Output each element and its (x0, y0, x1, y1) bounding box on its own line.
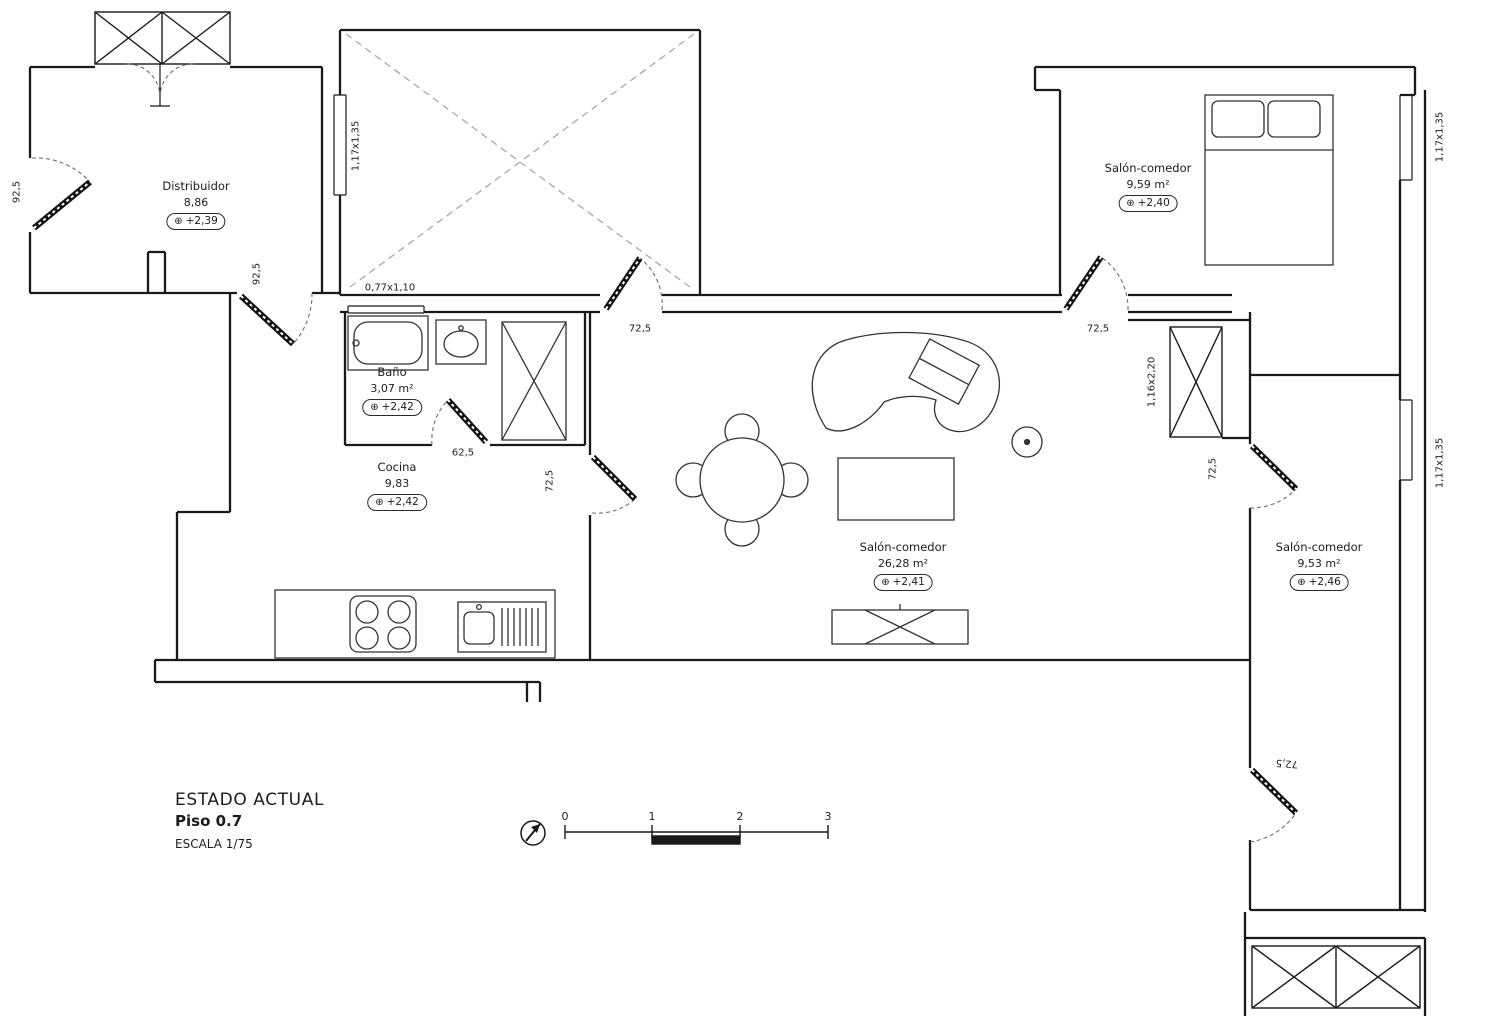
dim-right-room-door-width: 72,5 (1207, 457, 1219, 481)
level-value: +2,46 (1308, 575, 1341, 588)
scale-bar-label-0: 0 (561, 810, 569, 823)
room-name: Cocina (377, 460, 417, 474)
title-project-state: ESTADO ACTUAL (175, 790, 325, 810)
level-icon: ⊕ (881, 576, 890, 588)
dim-patio-door-width: 72,5 (628, 323, 652, 335)
title-floor: Piso 0.7 (175, 812, 243, 830)
dim-right-window: 1,17x1,35 (1434, 437, 1446, 489)
north-arrow-icon (520, 820, 546, 846)
room-area: 26,28 m² (877, 556, 929, 570)
room-area: 9,59 m² (1126, 177, 1170, 191)
room-label-cocina: Cocina 9,83 ⊕+2,42 (367, 459, 427, 511)
level-icon: ⊕ (370, 401, 379, 413)
scale-bar-label-1: 1 (648, 810, 656, 823)
level-value: +2,40 (1137, 196, 1170, 209)
dim-bottom-door-width: 72,5 (1275, 756, 1299, 770)
level-badge: ⊕+2,41 (873, 573, 933, 591)
level-value: +2,42 (381, 400, 414, 413)
scale-bar-label-2: 2 (736, 810, 744, 823)
room-area: 9,83 (384, 476, 410, 490)
level-badge: ⊕+2,42 (367, 493, 427, 511)
room-label-bano: Baño 3,07 m² ⊕+2,42 (362, 364, 422, 416)
level-value: +2,39 (185, 214, 218, 227)
level-icon: ⊕ (1126, 197, 1135, 209)
door-leaves (32, 179, 1299, 816)
level-value: +2,42 (386, 495, 419, 508)
entry-cupboard-lines (150, 64, 170, 107)
room-name: Salón-comedor (1275, 540, 1363, 554)
level-badge: ⊕+2,42 (362, 398, 422, 416)
hatched-shafts (94, 11, 1421, 1009)
scale-bar-label-3: 3 (824, 810, 832, 823)
windows (333, 94, 1413, 481)
dim-bath-door-width: 62,5 (451, 447, 475, 459)
room-name: Salón-comedor (1104, 161, 1192, 175)
room-name: Salón-comedor (859, 540, 947, 554)
furniture (274, 94, 1334, 659)
door-leaf-hatch (33, 181, 1297, 814)
room-label-distribuidor: Distribuidor 8,86 ⊕+2,39 (162, 178, 230, 230)
room-label-salon-comedor-main: Salón-comedor 26,28 m² ⊕+2,41 (859, 539, 947, 591)
room-label-salon-comedor-right: Salón-comedor 9,53 m² ⊕+2,46 (1275, 539, 1363, 591)
patio-cross-dashed (345, 33, 695, 291)
level-icon: ⊕ (375, 496, 384, 508)
dim-hall-door-width: 92,5 (251, 262, 263, 286)
dim-kitchen-door-width: 72,5 (544, 469, 556, 493)
level-badge: ⊕+2,39 (166, 212, 226, 230)
room-area: 3,07 m² (370, 381, 414, 395)
level-value: +2,41 (892, 575, 925, 588)
dim-shaft-size: 1,16x2,20 (1146, 356, 1158, 408)
walls (28, 28, 1427, 1016)
room-name: Baño (377, 365, 407, 379)
level-badge: ⊕+2,46 (1289, 573, 1349, 591)
title-scale: ESCALA 1/75 (175, 837, 253, 851)
room-label-salon-comedor-top: Salón-comedor 9,59 m² ⊕+2,40 (1104, 160, 1192, 212)
level-icon: ⊕ (1297, 576, 1306, 588)
dim-patio-window: 1,17x1,35 (350, 120, 362, 172)
door-arcs (31, 63, 1297, 843)
level-icon: ⊕ (174, 215, 183, 227)
dim-entry-door-width: 92,5 (11, 180, 23, 204)
scale-bar-graphic (564, 825, 829, 845)
dim-bath-window: 0,77x1,10 (364, 282, 416, 294)
room-area: 9,53 m² (1297, 556, 1341, 570)
dim-bedroom-door-width: 72,5 (1086, 323, 1110, 335)
dim-top-right-window: 1,17x1,35 (1434, 111, 1446, 163)
room-area: 8,86 (183, 195, 209, 209)
level-badge: ⊕+2,40 (1118, 194, 1178, 212)
room-name: Distribuidor (162, 179, 230, 193)
